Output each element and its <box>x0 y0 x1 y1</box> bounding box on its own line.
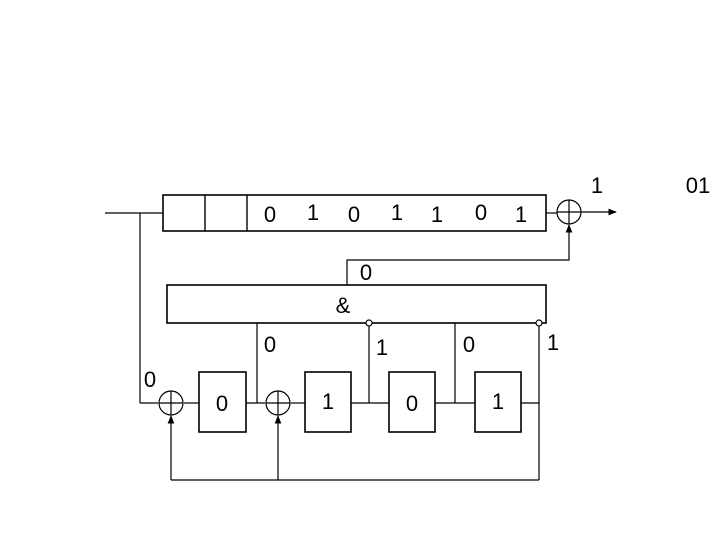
and-gate <box>166 284 547 324</box>
xor-gate <box>158 390 184 416</box>
top-register-cell: 1 <box>307 200 319 225</box>
lfsr-cell <box>388 371 436 433</box>
input-label: 0 <box>144 367 156 392</box>
lfsr-cell-value: 0 <box>406 391 418 416</box>
output-bit-label: 1 <box>591 173 603 198</box>
top-register-cell: 1 <box>391 200 403 225</box>
output-xor-gate <box>556 199 582 225</box>
output-sequence-label: 01 <box>686 173 710 198</box>
tap-label: 1 <box>376 335 388 360</box>
tap-label: 0 <box>463 332 475 357</box>
top-register-cell: 0 <box>475 200 487 225</box>
lfsr-cell <box>198 371 247 433</box>
and-gate-symbol: & <box>336 293 351 318</box>
top-register: 0 1 0 1 1 0 1 <box>162 194 547 232</box>
tap-label: 1 <box>547 330 559 355</box>
and-output-wire <box>346 224 573 285</box>
top-register-cell: 1 <box>515 202 527 227</box>
inversion-bubble <box>535 319 543 327</box>
tap-label: 0 <box>264 332 276 357</box>
xor-gate <box>265 390 291 416</box>
top-register-cell: 0 <box>264 202 276 227</box>
inversion-bubble <box>365 319 373 327</box>
lfsr-cell-value: 1 <box>322 389 334 414</box>
lfsr-cell-value: 1 <box>492 389 504 414</box>
top-register-cell: 1 <box>431 202 443 227</box>
lfsr-cell <box>304 371 352 433</box>
and-output-label: 0 <box>360 260 372 285</box>
top-register-cell: 0 <box>348 202 360 227</box>
lfsr-cell <box>474 371 522 433</box>
lfsr-cell-value: 0 <box>216 391 228 416</box>
